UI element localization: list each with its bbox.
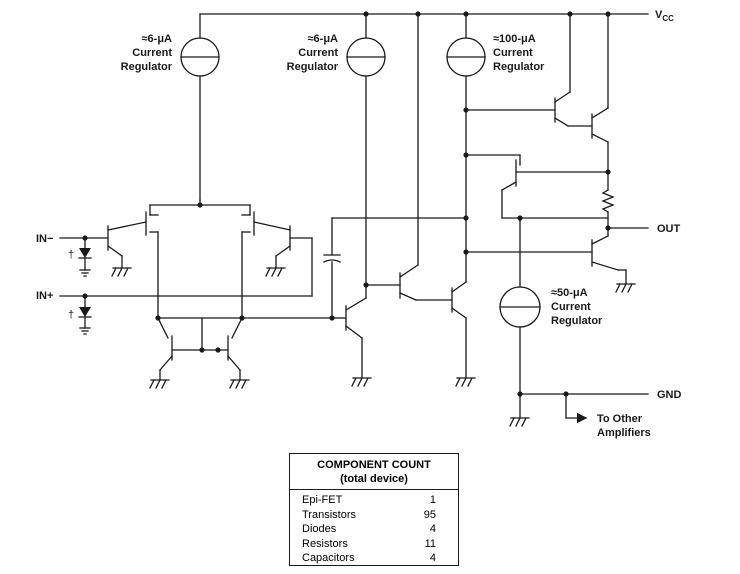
reg2-line3: Regulator	[287, 61, 339, 73]
count-row-value: 4	[429, 552, 436, 564]
component-count-rows: Epi-FET 1 Transistors 95 Diodes 4 Resist…	[290, 490, 458, 566]
reg2-value: ≈6-μA	[308, 33, 339, 45]
count-row: Resistors 11	[290, 537, 458, 552]
count-row-value: 11	[424, 537, 436, 550]
component-count-table: COMPONENT COUNT (total device) Epi-FET 1…	[289, 453, 459, 566]
count-row-value: 95	[423, 508, 436, 521]
second-stage	[331, 13, 476, 387]
current-mirror	[149, 315, 335, 389]
gnd-rail	[509, 391, 649, 427]
count-row-name: Diodes	[302, 523, 337, 535]
count-row: Capacitors 4	[290, 551, 458, 566]
count-row: Diodes 4	[290, 522, 458, 537]
current-regulator-3	[446, 13, 486, 111]
vcc-label: VCC	[655, 9, 674, 23]
compensation-capacitor	[323, 215, 469, 319]
input-stage	[84, 199, 313, 319]
count-row: Epi-FET 1	[290, 493, 458, 508]
gnd-label: GND	[657, 389, 682, 401]
component-count-header: COMPONENT COUNT (total device)	[290, 454, 458, 490]
count-row-value: 4	[429, 523, 436, 535]
out-label: OUT	[657, 223, 681, 235]
reg4-line3: Regulator	[551, 315, 603, 327]
current-regulator-1	[180, 13, 220, 201]
count-row-name: Epi-FET	[302, 494, 343, 506]
reg1-line2: Current	[132, 47, 172, 59]
other-amps-line1: To Other	[597, 413, 643, 425]
other-amps-line2: Amplifiers	[597, 427, 651, 439]
reg3-line2: Current	[493, 47, 533, 59]
reg4-line2: Current	[551, 301, 591, 313]
diode-dagger-1: †	[68, 249, 74, 261]
in-plus-node	[59, 293, 313, 335]
reg1-line3: Regulator	[121, 61, 173, 73]
diode-dagger-2: †	[68, 309, 74, 321]
vcc-rail	[199, 11, 649, 17]
in-minus-label: IN−	[36, 233, 53, 245]
reg3-value: ≈100-μA	[493, 33, 536, 45]
count-row-name: Capacitors	[302, 552, 355, 564]
in-plus-label: IN+	[36, 290, 53, 302]
reg1-value: ≈6-μA	[142, 33, 173, 45]
component-count-title: COMPONENT COUNT	[317, 459, 431, 471]
reg4-value: ≈50-μA	[551, 287, 588, 299]
count-row-name: Resistors	[302, 537, 348, 550]
count-row-name: Transistors	[302, 508, 356, 521]
reg2-line2: Current	[298, 47, 338, 59]
current-regulator-2	[346, 13, 386, 286]
in-minus-node	[59, 235, 92, 277]
output-stage	[463, 13, 649, 293]
count-row: Transistors 95	[290, 508, 458, 523]
component-count-subtitle: (total device)	[340, 473, 408, 485]
reg3-line3: Regulator	[493, 61, 545, 73]
current-regulator-4	[499, 286, 541, 419]
ground-symbols-input	[111, 267, 286, 277]
count-row-value: 1	[429, 494, 436, 506]
